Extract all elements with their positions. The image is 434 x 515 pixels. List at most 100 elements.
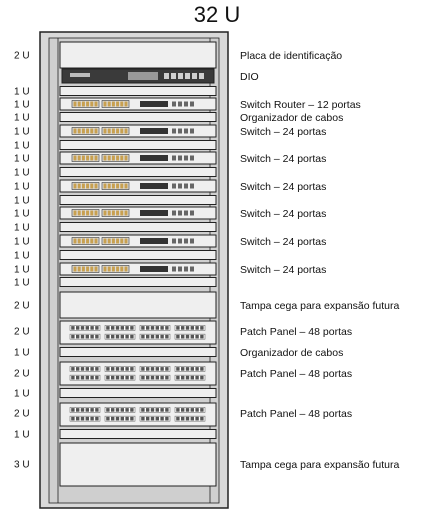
patch-panel-2-body [59, 361, 217, 386]
switch-router-12-port [86, 101, 90, 107]
switch-24-3 [59, 179, 217, 193]
u-label: 1 U [14, 141, 30, 152]
switch-router-12-led [184, 101, 188, 107]
patch-panel-1-port [146, 326, 150, 330]
patch-panel-1-port [130, 326, 134, 330]
patch-panel-2-port [150, 375, 155, 380]
patch-panel-1-port [160, 326, 164, 330]
switch-24-2-port-block [101, 154, 130, 162]
dio-unit-connector [178, 73, 183, 79]
switch-24-3-port-block [71, 182, 100, 190]
switch-24-3-port [120, 183, 124, 189]
switch-24-5-port [81, 238, 85, 244]
dio-unit-connector [192, 73, 197, 79]
u-label: 2 U [14, 409, 30, 420]
switch-router-12-port [124, 101, 128, 107]
switch-24-1-port [116, 128, 120, 134]
patch-panel-1-port [150, 334, 155, 339]
switch-cable-organizer-6 [59, 277, 217, 287]
patch-panel-2-port-row [104, 366, 136, 372]
cable-organizer-lower-3 [59, 429, 217, 439]
patch-panel-3-port [76, 416, 80, 421]
switch-24-2-port [81, 155, 85, 161]
patch-panel-2-port [111, 367, 115, 371]
device-label: Switch – 24 portas [240, 208, 326, 220]
switch-24-1-port [107, 128, 111, 134]
u-label: 3 U [14, 460, 30, 471]
patch-panel-1-port [106, 326, 110, 330]
patch-panel-3-port [95, 416, 99, 421]
patch-panel-3-port [106, 416, 110, 421]
u-label: 1 U [14, 389, 30, 400]
switch-24-2-led [184, 155, 188, 161]
patch-panel-2-port [155, 375, 159, 380]
switch-24-6-led [172, 266, 176, 272]
switch-24-2-port [116, 155, 120, 161]
blank-panel-upper [59, 291, 217, 319]
patch-panel-2-port [125, 367, 129, 371]
u-label: 1 U [14, 209, 30, 220]
switch-24-6-port [124, 266, 128, 272]
patch-panel-3-port-row [139, 407, 171, 413]
switch-24-1-port-block [71, 127, 100, 135]
device-label: Tampa cega para expansão futura [240, 459, 400, 471]
switch-router-12-port [103, 101, 107, 107]
switch-24-3-led [172, 183, 176, 189]
patch-panel-1-port [176, 326, 180, 330]
u-label: 1 U [14, 430, 30, 441]
patch-panel-3-port [185, 416, 190, 421]
patch-panel-2-port [160, 375, 164, 380]
patch-panel-3-port [146, 408, 150, 412]
patch-panel-3-port [155, 416, 159, 421]
switch-router-12-port [77, 101, 81, 107]
patch-panel-2-port [200, 375, 204, 380]
switch-24-3-port [77, 183, 81, 189]
switch-24-2-port [103, 155, 107, 161]
switch-24-4-port [103, 210, 107, 216]
switch-24-3-port [107, 183, 111, 189]
patch-panel-2-port [165, 375, 169, 380]
patch-panel-3-port [200, 416, 204, 421]
u-label: 1 U [14, 348, 30, 359]
patch-panel-3-port [90, 416, 94, 421]
device-label: Organizador de cabos [240, 112, 343, 124]
patch-panel-1-port [160, 334, 164, 339]
cable-organizer-lower [59, 347, 217, 357]
u-label: 1 U [14, 154, 30, 165]
patch-panel-3-port [160, 408, 164, 412]
patch-panel-3-port [85, 408, 89, 412]
dio-unit [61, 68, 215, 84]
patch-panel-1-port [106, 334, 110, 339]
switch-24-2-port [86, 155, 90, 161]
patch-panel-1-port [195, 334, 199, 339]
patch-panel-3-port-row [174, 415, 206, 422]
switch-router-12-port [120, 101, 124, 107]
switch-24-4-port [116, 210, 120, 216]
switch-24-4-port [111, 210, 115, 216]
device-label: Patch Panel – 48 portas [240, 408, 352, 420]
patch-panel-1-port [95, 326, 99, 330]
patch-panel-2-port [141, 375, 145, 380]
u-label: 1 U [14, 127, 30, 138]
patch-panel-2-port [85, 367, 89, 371]
switch-24-3-port [73, 183, 77, 189]
device-label: DIO [240, 71, 259, 83]
switch-24-6-port [103, 266, 107, 272]
switch-24-6-led [190, 266, 194, 272]
u-label: 1 U [14, 100, 30, 111]
patch-panel-3-port [165, 416, 169, 421]
patch-panel-3-port [125, 416, 129, 421]
switch-24-3-port [116, 183, 120, 189]
switch-router-12-uplink-block [140, 101, 168, 107]
patch-panel-1-port [76, 326, 80, 330]
patch-panel-3-port [71, 408, 75, 412]
patch-panel-3-port [111, 408, 115, 412]
patch-panel-2-port [71, 375, 75, 380]
device-label: Switch Router – 12 portas [240, 99, 361, 111]
patch-panel-3 [59, 402, 217, 427]
patch-panel-3-port [190, 416, 194, 421]
patch-panel-2-port [185, 367, 190, 371]
switch-24-5-port [124, 238, 128, 244]
dio-unit-connector [185, 73, 190, 79]
switch-24-4-port [81, 210, 85, 216]
